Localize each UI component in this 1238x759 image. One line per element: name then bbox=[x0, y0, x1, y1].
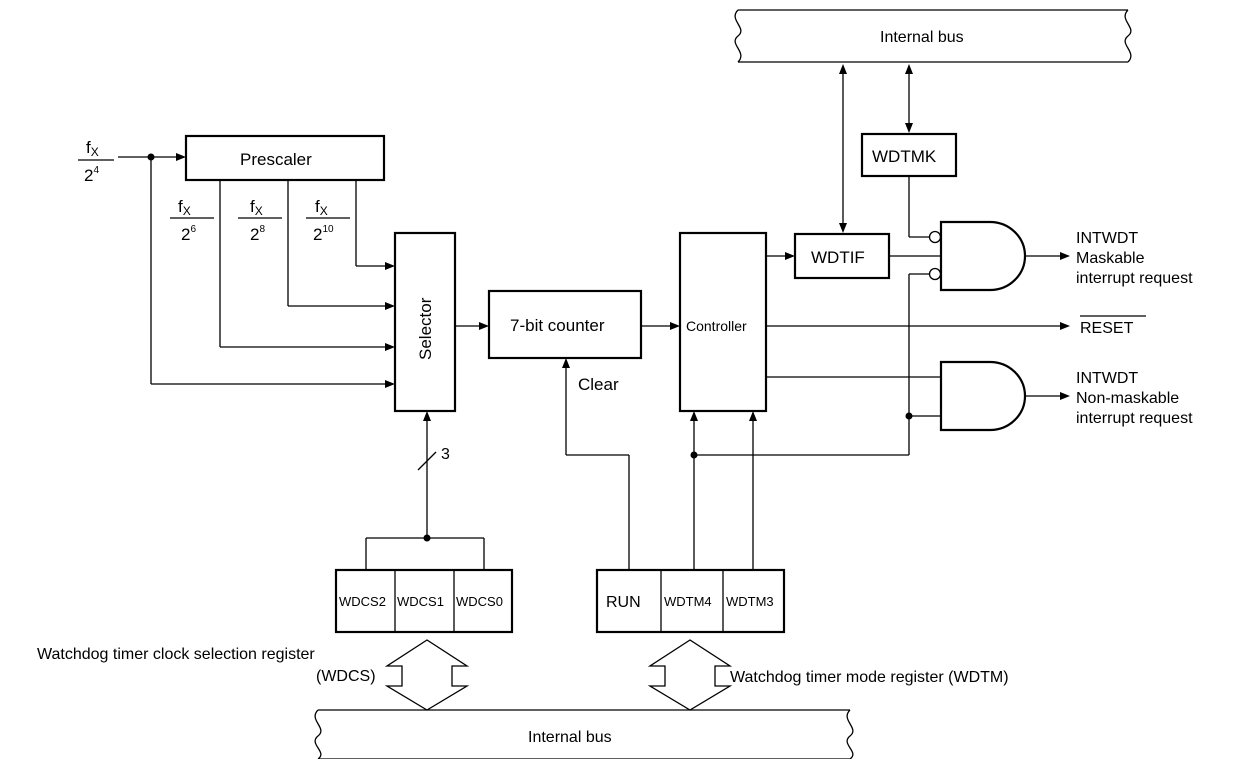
input-fx: fX bbox=[86, 138, 99, 159]
selector-label: Selector bbox=[416, 297, 435, 360]
prescaler-tap-fx-2-6: fX 26 bbox=[170, 180, 395, 351]
nonmaskable-and-gate bbox=[939, 360, 1027, 432]
run-bit: RUN bbox=[606, 594, 641, 611]
wdtm-bus-arrow bbox=[647, 639, 733, 711]
selector-block bbox=[393, 231, 457, 413]
wdcs-label-line2: (WDCS) bbox=[316, 668, 376, 685]
controller-label: Controller bbox=[686, 318, 747, 334]
bottom-internal-bus: Internal bus bbox=[314, 709, 854, 759]
maskable-and-gate bbox=[939, 220, 1027, 292]
svg-text:interrupt request: interrupt request bbox=[1076, 410, 1193, 427]
seven-bit-counter-block bbox=[487, 289, 643, 360]
counter-label: 7-bit counter bbox=[510, 316, 605, 335]
input-divisor: 24 bbox=[84, 165, 99, 185]
wdtmk-label: WDTMK bbox=[872, 147, 937, 166]
prescaler-block bbox=[184, 134, 386, 182]
prescaler-label: Prescaler bbox=[240, 150, 312, 169]
wdcs-bus-arrow bbox=[384, 639, 470, 711]
top-bus-label: Internal bus bbox=[880, 29, 964, 46]
wdtif-flag-block bbox=[793, 232, 891, 280]
wdcs2-bit: WDCS2 bbox=[339, 594, 386, 609]
svg-text:26: 26 bbox=[181, 224, 196, 244]
bus-width-label: 3 bbox=[441, 446, 450, 463]
input-clock-fraction: fX 24 bbox=[78, 138, 114, 185]
svg-text:INTWDT: INTWDT bbox=[1076, 370, 1138, 387]
nonmaskable-output-label: INTWDT Non-maskable interrupt request bbox=[1076, 370, 1193, 427]
svg-text:INTWDT: INTWDT bbox=[1076, 230, 1138, 247]
svg-text:fX: fX bbox=[315, 197, 328, 218]
prescaler-tap-fx-2-10: fX 210 bbox=[306, 180, 395, 270]
wdtm-register: RUN WDTM4 WDTM3 bbox=[595, 568, 786, 634]
wdtif-label: WDTIF bbox=[811, 248, 865, 267]
prescaler-tap-fx-2-8: fX 28 bbox=[238, 180, 395, 310]
svg-text:28: 28 bbox=[250, 224, 265, 244]
wdtm3-bit: WDTM3 bbox=[726, 594, 774, 609]
bottom-bus-label: Internal bus bbox=[528, 729, 612, 746]
svg-text:Maskable: Maskable bbox=[1076, 250, 1145, 267]
wdcs-label-line1: Watchdog timer clock selection register bbox=[37, 646, 315, 663]
top-internal-bus: Internal bus bbox=[734, 9, 1132, 63]
maskable-output-label: INTWDT Maskable interrupt request bbox=[1076, 230, 1193, 287]
wdcs0-bit: WDCS0 bbox=[456, 594, 503, 609]
wdtm4-bit: WDTM4 bbox=[664, 594, 712, 609]
svg-text:fX: fX bbox=[250, 197, 263, 218]
svg-text:interrupt request: interrupt request bbox=[1076, 270, 1193, 287]
svg-text:fX: fX bbox=[178, 197, 191, 218]
clear-label: Clear bbox=[578, 375, 619, 394]
wdcs1-bit: WDCS1 bbox=[397, 594, 444, 609]
svg-text:Non-maskable: Non-maskable bbox=[1076, 390, 1179, 407]
wdtm-label: Watchdog timer mode register (WDTM) bbox=[730, 669, 1009, 686]
svg-text:210: 210 bbox=[313, 224, 334, 244]
reset-output-label: RESET bbox=[1080, 320, 1134, 337]
controller-block bbox=[678, 231, 768, 413]
wdcs-register: WDCS2 WDCS1 WDCS0 bbox=[334, 568, 514, 634]
